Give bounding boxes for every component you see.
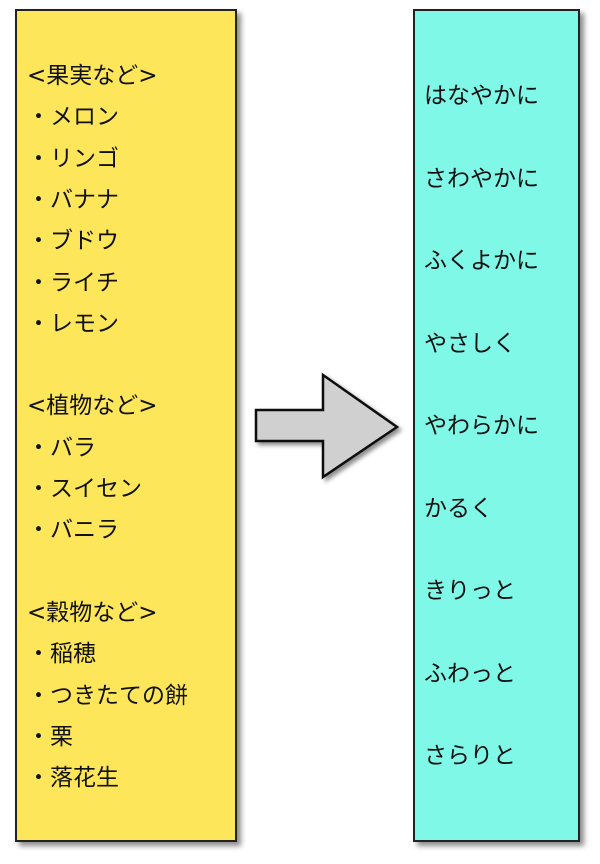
impression-item: ふくよかに [424,248,539,274]
list-item: ・つきたての餅 [27,682,188,709]
aroma-source-list: <果実など> ・メロン・リンゴ・バナナ・ブドウ・ライチ・レモン <植物など> ・バラ・… [15,9,237,842]
impression-item: やわらかに [424,413,539,439]
impression-item: やさしく [424,330,516,357]
list-item: ・バラ [27,434,96,461]
list-item: ・バナナ [27,186,119,213]
list-item: ・リンゴ [27,145,119,172]
category-heading: <植物など> [27,393,158,420]
impression-item: ふわっと [424,660,516,687]
right-arrow-icon [254,372,400,480]
category-heading: <果実など> [27,63,158,89]
impression-item: さわやかに [424,165,539,192]
aroma-impression-list: はなやかにさわやかにふくよかにやさしくやわらかにかるくきりっとふわっとさらりと [413,9,580,842]
impression-item: かるく [424,495,493,522]
list-item: ・メロン [27,104,119,131]
list-item: ・ライチ [27,269,119,296]
list-item: ・スイセン [27,476,142,502]
category-heading: <穀物など> [27,599,158,626]
list-item: ・バニラ [27,517,119,544]
list-item: ・レモン [27,310,119,337]
list-item: ・稲穂 [27,641,96,668]
impression-item: はなやかに [424,83,539,109]
list-item: ・落花生 [27,765,119,792]
impression-item: さらりと [424,743,516,769]
impression-item: きりっと [424,578,516,604]
list-item: ・栗 [27,723,73,750]
list-item: ・ブドウ [27,228,119,255]
